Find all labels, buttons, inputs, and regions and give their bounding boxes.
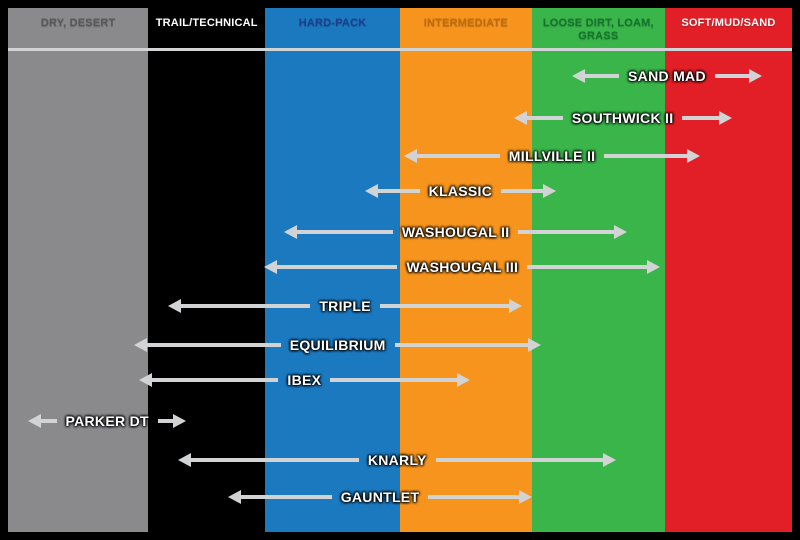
tire-name-label: KLASSIC xyxy=(428,183,493,199)
arrow-right-icon xyxy=(518,490,532,504)
arrow-shaft xyxy=(151,378,279,382)
arrow-right-icon xyxy=(614,225,628,239)
tire-range-washougal-iii: WASHOUGAL III xyxy=(264,257,661,277)
arrow-shaft xyxy=(157,419,173,423)
tire-range-knarly: KNARLY xyxy=(178,450,617,470)
arrow-shaft xyxy=(584,74,620,78)
arrow-left-icon xyxy=(364,184,378,198)
arrow-right-icon xyxy=(509,299,523,313)
arrow-shaft xyxy=(501,189,543,193)
tire-name-label: SAND MAD xyxy=(628,68,706,84)
tire-range-sand-mad: SAND MAD xyxy=(571,66,763,86)
terrain-column-trail-technical: TRAIL/TECHNICAL xyxy=(148,8,266,532)
arrow-shaft xyxy=(416,154,500,158)
terrain-column-header-label: LOOSE DIRT, LOAM, GRASS xyxy=(542,17,654,42)
arrow-shaft xyxy=(682,116,719,120)
arrow-left-icon xyxy=(28,414,42,428)
arrow-left-icon xyxy=(571,69,585,83)
tire-range-millville-ii: MILLVILLE II xyxy=(403,146,701,166)
arrow-right-icon xyxy=(528,338,542,352)
arrow-left-icon xyxy=(513,111,527,125)
arrow-left-icon xyxy=(138,373,152,387)
arrow-shaft xyxy=(296,230,393,234)
arrow-shaft xyxy=(191,458,359,462)
tire-range-gauntlet: GAUNTLET xyxy=(228,487,532,507)
arrow-shaft xyxy=(527,265,648,269)
arrow-right-icon xyxy=(647,260,661,274)
header-divider-line xyxy=(8,48,792,51)
terrain-column-header-label: HARD-PACK xyxy=(298,17,367,29)
arrow-right-icon xyxy=(172,414,186,428)
tire-name-label: IBEX xyxy=(287,372,322,388)
terrain-column-hard-pack: HARD-PACK xyxy=(265,8,400,532)
terrain-column-intermediate: INTERMEDIATE xyxy=(399,8,532,532)
tire-name-label: WASHOUGAL II xyxy=(401,224,510,240)
arrow-shaft xyxy=(330,378,457,382)
arrow-right-icon xyxy=(456,373,470,387)
tire-name-label: MILLVILLE II xyxy=(508,148,596,164)
arrow-shaft xyxy=(435,458,604,462)
arrow-shaft xyxy=(394,343,529,347)
arrow-shaft xyxy=(714,74,750,78)
arrow-left-icon xyxy=(403,149,417,163)
arrow-left-icon xyxy=(283,225,297,239)
tire-name-label: GAUNTLET xyxy=(340,489,420,505)
tire-range-ibex: IBEX xyxy=(138,370,470,390)
arrow-shaft xyxy=(379,304,510,308)
arrow-left-icon xyxy=(228,490,242,504)
tire-name-label: SOUTHWICK II xyxy=(571,110,674,126)
arrow-shaft xyxy=(180,304,311,308)
arrow-shaft xyxy=(604,154,688,158)
arrow-right-icon xyxy=(603,453,617,467)
tire-range-equilibrium: EQUILIBRIUM xyxy=(134,335,542,355)
chart-board: DRY, DESERT TRAIL/TECHNICAL HARD-PACK INTER… xyxy=(8,8,792,532)
tire-range-southwick-ii: SOUTHWICK II xyxy=(513,108,732,128)
arrow-left-icon xyxy=(264,260,278,274)
tire-name-label: TRIPLE xyxy=(319,298,371,314)
arrow-left-icon xyxy=(167,299,181,313)
arrow-right-icon xyxy=(749,69,763,83)
tire-name-label: PARKER DT xyxy=(65,413,149,429)
arrow-shaft xyxy=(377,189,420,193)
tire-name-label: WASHOUGAL III xyxy=(406,259,519,275)
terrain-column-soft-mud-sand: SOFT/MUD/SAND xyxy=(664,8,792,532)
tire-range-parker-dt: PARKER DT xyxy=(28,411,186,431)
terrain-column-header-label: INTERMEDIATE xyxy=(423,17,508,29)
arrow-shaft xyxy=(277,265,398,269)
arrow-right-icon xyxy=(687,149,701,163)
tire-range-triple: TRIPLE xyxy=(167,296,523,316)
arrow-shaft xyxy=(526,116,563,120)
terrain-column-dry-desert: DRY, DESERT xyxy=(8,8,149,532)
terrain-column-header-label: TRAIL/TECHNICAL xyxy=(155,17,258,29)
arrow-shaft xyxy=(41,419,57,423)
terrain-column-header-label: DRY, DESERT xyxy=(40,17,116,29)
terrain-column-loose-dirt-loam-grass: LOOSE DIRT, LOAM, GRASS xyxy=(531,8,665,532)
tire-range-washougal-ii: WASHOUGAL II xyxy=(283,222,628,242)
arrow-left-icon xyxy=(178,453,192,467)
arrow-shaft xyxy=(241,495,332,499)
arrow-left-icon xyxy=(134,338,148,352)
arrow-right-icon xyxy=(718,111,732,125)
tire-name-label: KNARLY xyxy=(367,452,427,468)
arrow-shaft xyxy=(147,343,281,347)
tire-range-klassic: KLASSIC xyxy=(364,181,556,201)
arrow-shaft xyxy=(518,230,615,234)
terrain-column-header-label: SOFT/MUD/SAND xyxy=(681,17,776,29)
arrow-right-icon xyxy=(543,184,556,198)
tire-name-label: EQUILIBRIUM xyxy=(289,337,386,353)
arrow-shaft xyxy=(428,495,519,499)
